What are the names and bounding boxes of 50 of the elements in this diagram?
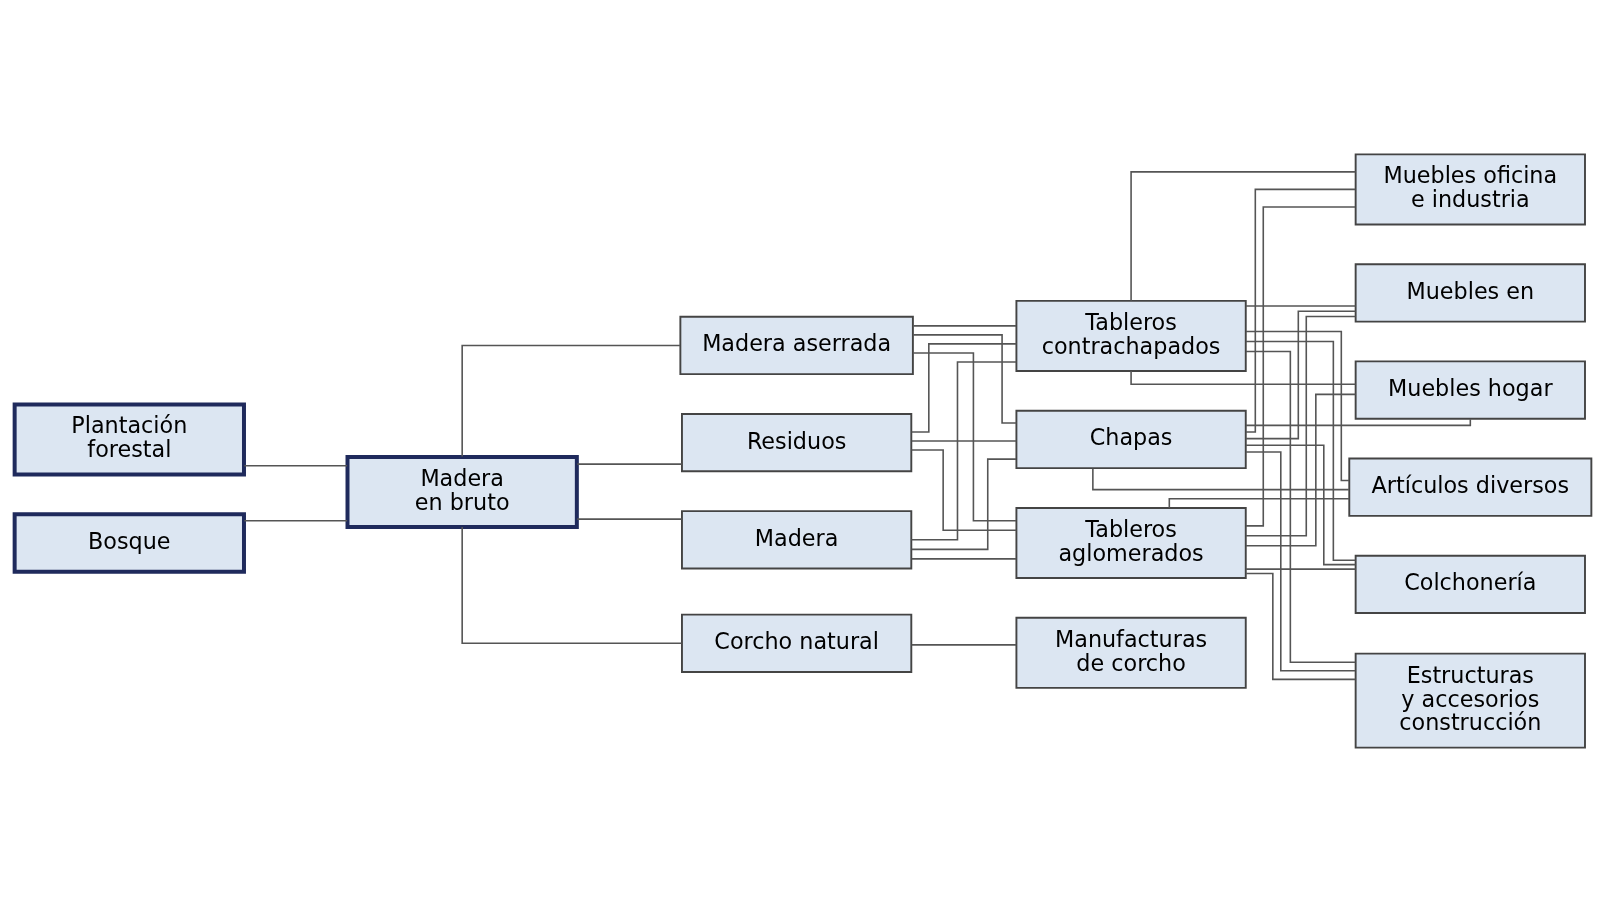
node-box: Corcho natural	[681, 613, 913, 673]
connector	[1245, 340, 1357, 561]
connector	[910, 457, 1017, 550]
node-box: Madera	[681, 509, 913, 569]
node-box: Artículos diversos	[1348, 457, 1593, 517]
connector	[1245, 450, 1356, 672]
connector	[1245, 350, 1357, 663]
connector	[1245, 393, 1357, 547]
node-box: Muebles hogar	[1354, 359, 1586, 420]
connector	[1168, 497, 1350, 509]
connector	[910, 643, 1018, 646]
connector	[912, 324, 1017, 327]
connector	[576, 462, 683, 465]
node-box: Residuos	[681, 412, 913, 472]
connector	[1245, 444, 1357, 565]
connector	[1245, 330, 1350, 481]
connector	[1245, 315, 1357, 537]
connector	[910, 439, 1018, 442]
node-box: Muebles oficina e industria	[1354, 152, 1586, 225]
node-box: Tableros contrachapados	[1015, 299, 1247, 372]
connector	[912, 351, 1017, 521]
node-box: Madera aserrada	[679, 315, 914, 375]
connector	[1245, 567, 1357, 570]
node-box: Tableros aglomerados	[1015, 506, 1247, 579]
node-box: Madera en bruto	[345, 454, 579, 529]
connector	[1245, 417, 1472, 426]
node-box: Chapas	[1015, 409, 1247, 469]
connector	[243, 519, 348, 521]
connector	[912, 333, 1018, 424]
connector	[1245, 304, 1357, 307]
connector	[910, 342, 1018, 433]
node-box: Colchonería	[1354, 554, 1586, 614]
connector	[1245, 572, 1357, 680]
connector	[910, 360, 1018, 541]
node-box: Plantación forestal	[12, 401, 246, 476]
connector	[1245, 309, 1357, 439]
node-box: Muebles en	[1354, 262, 1586, 323]
connector	[1245, 205, 1357, 527]
connector	[1130, 170, 1357, 302]
connector	[910, 557, 1018, 560]
node-box: Manufacturas de corcho	[1015, 616, 1247, 689]
connector	[461, 344, 681, 457]
connector	[910, 448, 1018, 531]
node-box: Bosque	[12, 511, 246, 574]
connector	[243, 464, 348, 467]
node-box: Estructuras y accesorios construcción	[1354, 652, 1586, 749]
connector	[1245, 188, 1357, 433]
connector	[576, 517, 683, 520]
connector	[461, 525, 683, 644]
connector	[1130, 369, 1357, 385]
